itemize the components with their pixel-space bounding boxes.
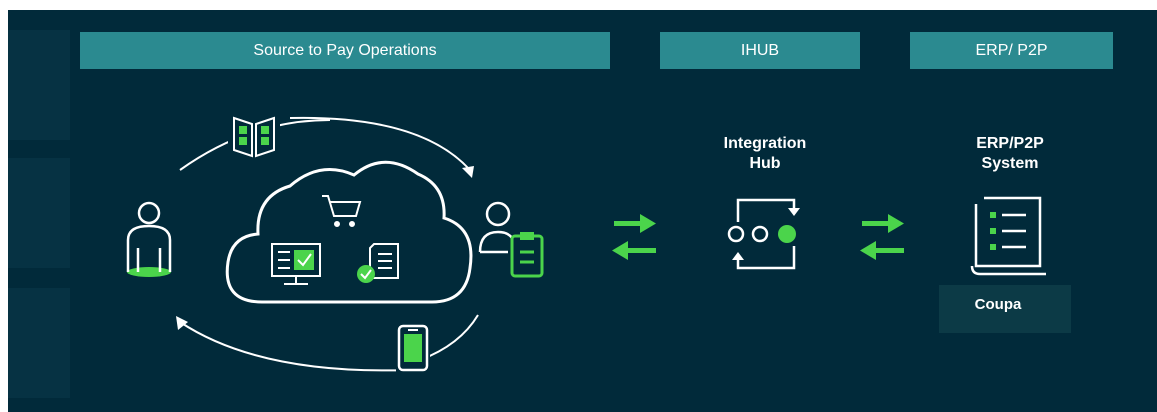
header-source-to-pay-label: Source to Pay Operations: [253, 41, 437, 59]
erp-document-icon: [970, 196, 1046, 276]
header-erp: ERP/ P2P: [910, 32, 1113, 69]
header-ihub-label: IHUB: [740, 41, 780, 59]
erp-system-label: ERP/P2P System: [950, 134, 1070, 174]
user-clipboard-icon: [478, 201, 544, 278]
erp-system-line2: System: [981, 155, 1039, 172]
exchange-arrows-icon: [612, 214, 656, 260]
top-arc-right: [289, 116, 471, 171]
header-source-to-pay: Source to Pay Operations: [80, 32, 610, 69]
mobile-phone-icon: [396, 324, 430, 372]
coupa-label: Coupa: [974, 296, 1022, 313]
left-panel-3: [8, 288, 70, 398]
exchange-arrows-icon-2: [860, 214, 904, 260]
computer-check-icon: [271, 243, 321, 285]
cloud-icon: [225, 160, 473, 304]
bottom-arc-arrowhead: [176, 316, 188, 330]
integration-hub-line2: Hub: [749, 155, 781, 172]
diagram-background: [8, 10, 1157, 412]
document-check-icon: [357, 243, 399, 283]
top-arc-arrowhead: [462, 166, 474, 178]
bottom-arc-left: [179, 321, 411, 372]
left-panel-1: [8, 30, 70, 140]
hub-process-icon: [727, 198, 800, 270]
header-ihub: IHUB: [660, 32, 860, 69]
shopping-cart-icon: [322, 195, 362, 227]
integration-hub-label: Integration Hub: [700, 134, 830, 174]
header-erp-label: ERP/ P2P: [975, 41, 1048, 59]
catalog-icon: [228, 112, 280, 158]
integration-hub-line1: Integration: [723, 135, 807, 152]
left-panel-2: [8, 158, 70, 268]
top-strip: [0, 0, 1157, 10]
erp-system-line1: ERP/P2P: [976, 135, 1044, 152]
user-icon: [126, 201, 172, 277]
coupa-box: [939, 285, 1071, 333]
